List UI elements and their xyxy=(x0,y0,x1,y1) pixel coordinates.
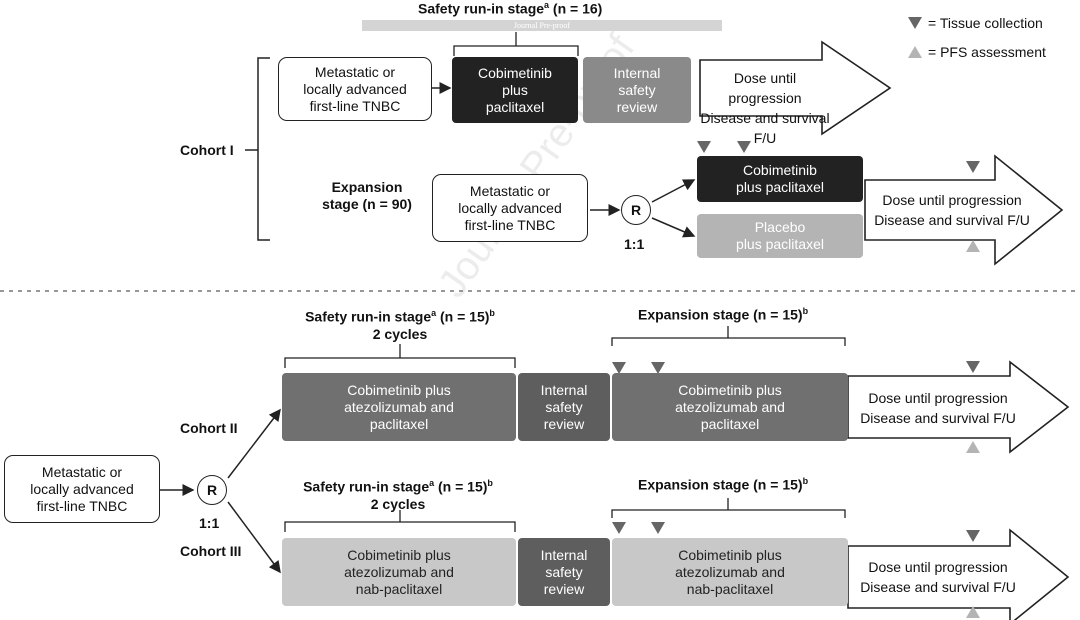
cohort1-runin-treatment: Cobimetinib plus paclitaxel xyxy=(452,57,578,123)
cohort1-runin-heading: Safety run-in stagea (n = 16) xyxy=(418,0,603,17)
cohort1-exp-arrow-a xyxy=(651,179,696,203)
cohort3-exp-bracket xyxy=(611,509,846,518)
cohort1-bracket xyxy=(257,57,270,241)
cohort1-exp-arrow-b xyxy=(651,217,696,238)
cohort2-expansion-heading: Expansion stage (n = 15)b xyxy=(638,306,809,323)
cohort1-arm-a: Cobimetinib plus paclitaxel xyxy=(697,156,863,202)
cohort2-runin-bracket xyxy=(284,357,516,368)
cohort3-review: Internal safety review xyxy=(518,538,610,606)
cohort3-expansion-heading: Expansion stage (n = 15)b xyxy=(638,476,809,493)
cohort2-review: Internal safety review xyxy=(518,373,610,441)
legend-tissue-marker xyxy=(908,17,922,29)
cohort1-runin-population: Metastatic or locally advanced first-lin… xyxy=(278,57,432,121)
cohort3-followup: Dose until progression Disease and survi… xyxy=(860,559,1016,595)
cohort1-label: Cohort I xyxy=(180,142,234,158)
lower-randomize: R xyxy=(197,475,227,505)
tissue-marker xyxy=(966,161,980,173)
journal-banner: Journal Pre-proof xyxy=(362,20,722,31)
legend-pfs-marker xyxy=(908,46,922,58)
cohort3-expansion-treatment: Cobimetinib plus atezolizumab and nab-pa… xyxy=(612,538,848,606)
tissue-marker xyxy=(612,362,626,374)
pfs-marker xyxy=(966,240,980,252)
cohort1-exp-population: Metastatic or locally advanced first-lin… xyxy=(432,174,588,242)
cohort2-expansion-treatment: Cobimetinib plus atezolizumab and paclit… xyxy=(612,373,848,441)
cohort1-expansion-heading: Expansion stage (n = 90) xyxy=(322,179,412,212)
tissue-marker xyxy=(966,361,980,373)
tissue-marker xyxy=(612,522,626,534)
cohort2-followup-shape xyxy=(847,360,1070,454)
cohort2-followup: Dose until progression Disease and survi… xyxy=(860,390,1016,426)
cohort2-runin-treatment: Cobimetinib plus atezolizumab and paclit… xyxy=(282,373,516,441)
tissue-marker xyxy=(737,141,751,153)
tissue-marker xyxy=(697,141,711,153)
legend-tissue-label: = Tissue collection xyxy=(928,15,1043,31)
cohort1-exp-followup: Dose until progression Disease and survi… xyxy=(874,192,1030,228)
cohort3-followup-shape xyxy=(847,528,1070,620)
tissue-marker xyxy=(651,362,665,374)
cohort2-exp-bracket xyxy=(611,337,846,346)
cohort1-randomize: R xyxy=(621,195,651,225)
tissue-marker xyxy=(651,522,665,534)
cohort1-exp-followup-shape xyxy=(864,154,1064,266)
cohort1-ratio: 1:1 xyxy=(624,236,645,252)
cohort3-label: Cohort III xyxy=(180,543,242,559)
pfs-marker xyxy=(966,441,980,453)
pfs-marker xyxy=(966,606,980,618)
tissue-marker xyxy=(966,530,980,542)
cohort3-runin-bracket xyxy=(284,521,516,532)
cohort1-runin-followup-shape xyxy=(699,40,892,136)
cohort2-label: Cohort II xyxy=(180,420,238,436)
cohort1-runin-followup: Dose until progression Disease and survi… xyxy=(700,70,830,146)
lower-arrow-c3 xyxy=(227,501,281,574)
legend-pfs-label: = PFS assessment xyxy=(928,44,1046,60)
cohort3-runin-treatment: Cobimetinib plus atezolizumab and nab-pa… xyxy=(282,538,516,606)
cohort1-arm-b: Placebo plus paclitaxel xyxy=(697,214,863,258)
cohort1-runin-bracket xyxy=(453,45,579,56)
lower-arrow-c2 xyxy=(227,408,281,479)
lower-ratio: 1:1 xyxy=(199,515,220,531)
lower-population: Metastatic or locally advanced first-lin… xyxy=(4,455,160,523)
cohort1-runin-review: Internal safety review xyxy=(583,57,691,123)
